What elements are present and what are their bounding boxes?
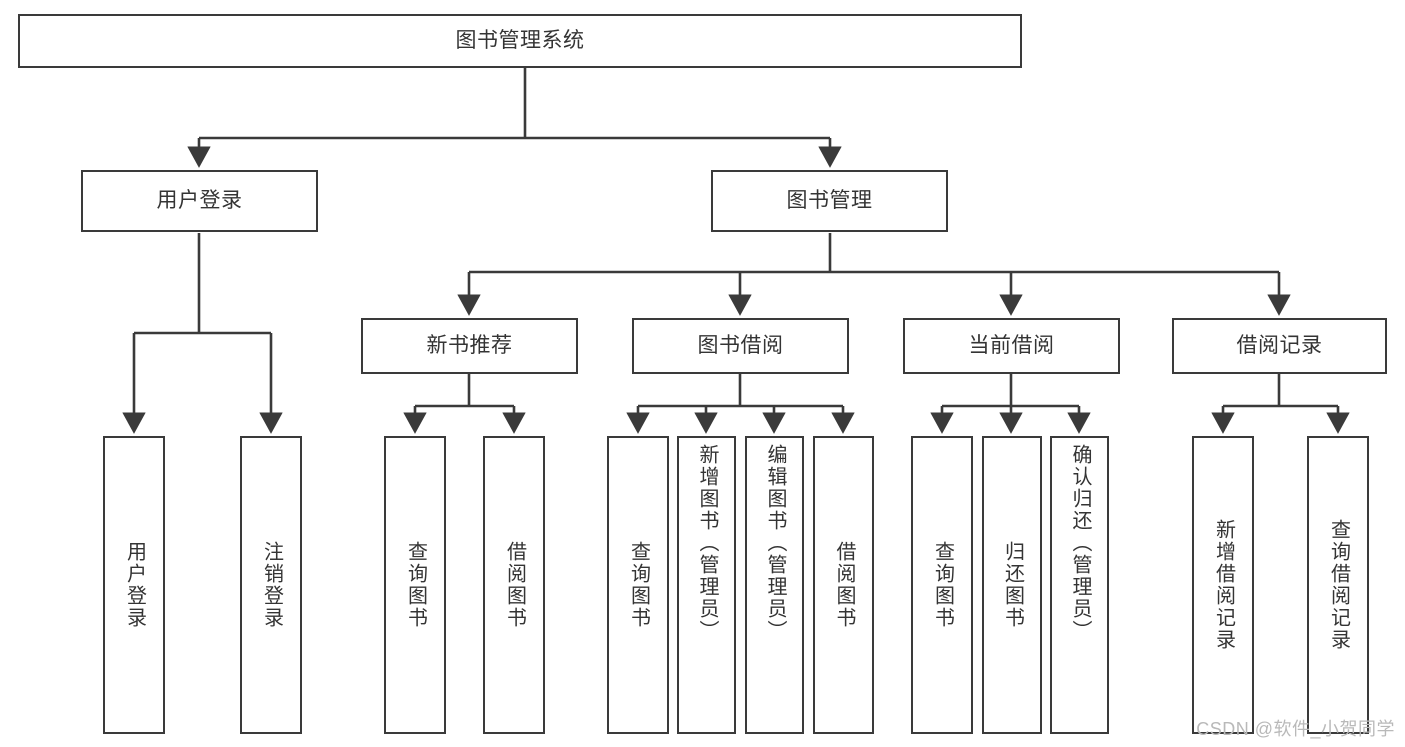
node-user-login[interactable]: 用户登录 (81, 170, 318, 232)
leaf-user-login-logout-label: 注销登录 (260, 541, 283, 629)
leaf-book-borrow-edit[interactable]: 编辑图书（管理员） (745, 436, 804, 734)
node-root[interactable]: 图书管理系统 (18, 14, 1022, 68)
node-current-borrow[interactable]: 当前借阅 (903, 318, 1120, 374)
leaf-new-book-borrow-label: 借阅图书 (503, 541, 526, 629)
leaf-new-book-query-label: 查询图书 (404, 541, 427, 629)
leaf-borrow-records-query[interactable]: 查询借阅记录 (1307, 436, 1369, 734)
leaf-current-borrow-query[interactable]: 查询图书 (911, 436, 973, 734)
node-borrow-records[interactable]: 借阅记录 (1172, 318, 1387, 374)
node-current-borrow-label: 当前借阅 (968, 333, 1055, 357)
node-book-management[interactable]: 图书管理 (711, 170, 948, 232)
node-book-management-label: 图书管理 (786, 188, 873, 212)
leaf-book-borrow-query[interactable]: 查询图书 (607, 436, 669, 734)
leaf-current-borrow-return-label: 归还图书 (1001, 541, 1024, 629)
leaf-current-borrow-confirm[interactable]: 确认归还（管理员） (1050, 436, 1109, 734)
leaf-current-borrow-confirm-label: 确认归还（管理员） (1069, 444, 1091, 642)
leaf-current-borrow-query-label: 查询图书 (931, 541, 954, 629)
csdn-watermark: CSDN @软件_小贺同学 (1196, 719, 1395, 739)
leaf-new-book-query[interactable]: 查询图书 (384, 436, 446, 734)
node-new-book-recommend-label: 新书推荐 (426, 333, 513, 357)
leaf-book-borrow-borrow[interactable]: 借阅图书 (813, 436, 874, 734)
leaf-book-borrow-add-label: 新增图书（管理员） (696, 444, 718, 642)
leaf-new-book-borrow[interactable]: 借阅图书 (483, 436, 545, 734)
leaf-borrow-records-add[interactable]: 新增借阅记录 (1192, 436, 1254, 734)
node-book-borrow-label: 图书借阅 (697, 333, 784, 357)
node-user-login-label: 用户登录 (156, 188, 243, 212)
leaf-borrow-records-add-label: 新增借阅记录 (1212, 519, 1235, 651)
leaf-book-borrow-borrow-label: 借阅图书 (833, 541, 855, 629)
leaf-book-borrow-add[interactable]: 新增图书（管理员） (677, 436, 736, 734)
leaf-user-login-logout[interactable]: 注销登录 (240, 436, 302, 734)
leaf-book-borrow-query-label: 查询图书 (627, 541, 650, 629)
leaf-borrow-records-query-label: 查询借阅记录 (1327, 519, 1350, 651)
leaf-current-borrow-return[interactable]: 归还图书 (982, 436, 1042, 734)
leaf-book-borrow-edit-label: 编辑图书（管理员） (764, 444, 786, 642)
leaf-user-login-login-label: 用户登录 (123, 541, 146, 629)
node-root-label: 图书管理系统 (455, 28, 585, 52)
node-borrow-records-label: 借阅记录 (1236, 333, 1323, 357)
node-book-borrow[interactable]: 图书借阅 (632, 318, 849, 374)
leaf-user-login-login[interactable]: 用户登录 (103, 436, 165, 734)
node-new-book-recommend[interactable]: 新书推荐 (361, 318, 578, 374)
